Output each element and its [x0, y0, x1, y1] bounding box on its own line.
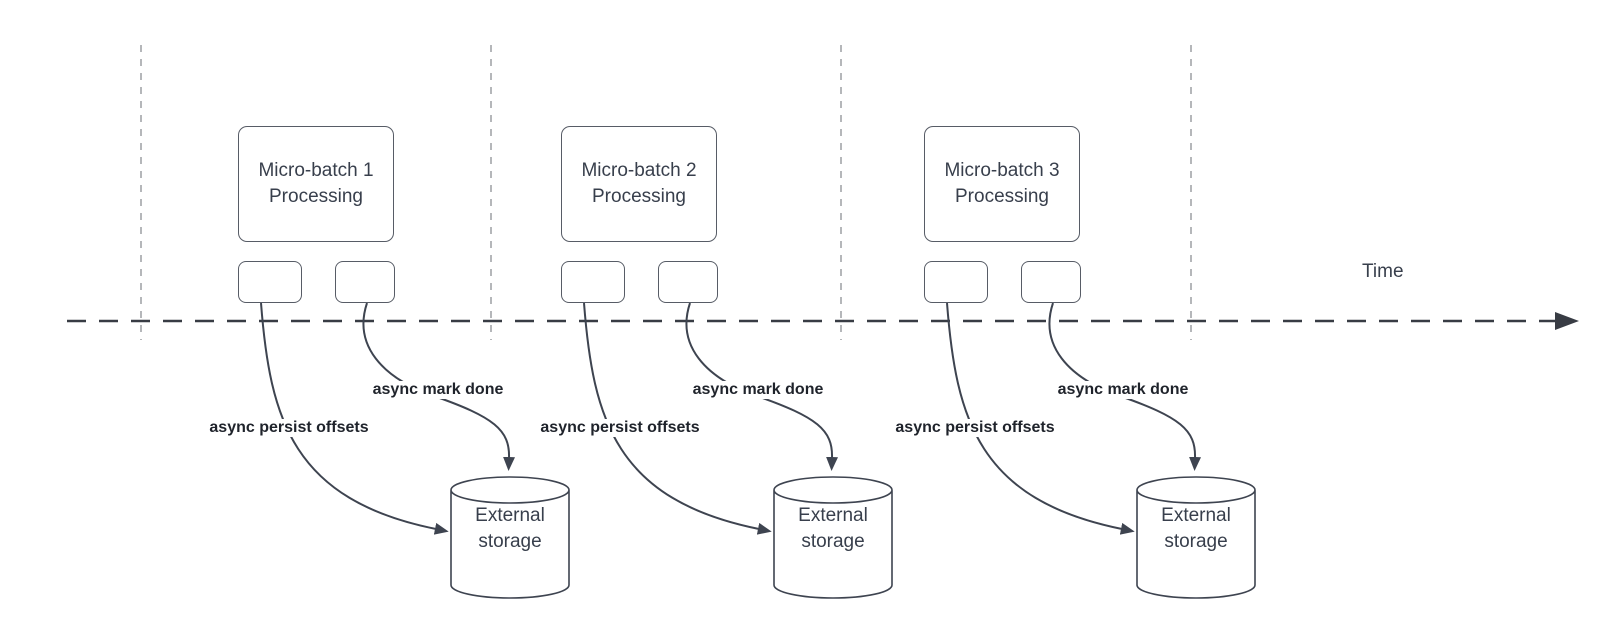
mark-done-task-box [335, 261, 395, 303]
external-storage-label: External storage [1161, 505, 1231, 552]
persist-offsets-arrow [946, 302, 1135, 535]
external-storage-label: External storage [475, 505, 545, 552]
persist-offsets-task-box [561, 261, 625, 303]
micro-batch-box-subtitle: Processing [955, 186, 1049, 207]
external-storage-cylinder [773, 476, 893, 599]
mark-done-task-box [658, 261, 718, 303]
persist-offsets-label: async persist offsets [892, 419, 1058, 437]
micro-batch-box-subtitle: Processing [592, 186, 686, 207]
external-storage-cylinder [1136, 476, 1256, 599]
mark-done-label: async mark done [1054, 381, 1192, 399]
external-storage-label: External storage [798, 505, 868, 552]
micro-batch-box: Micro-batch 3 Processing [924, 126, 1080, 242]
persist-offsets-label: async persist offsets [537, 419, 703, 437]
mark-done-label: async mark done [369, 381, 507, 399]
micro-batch-box: Micro-batch 1 Processing [238, 126, 394, 242]
persist-offsets-task-box [238, 261, 302, 303]
persist-offsets-arrow [260, 302, 449, 535]
persist-offsets-label: async persist offsets [206, 419, 372, 437]
time-label: Time [1362, 261, 1404, 282]
persist-offsets-task-box [924, 261, 988, 303]
mark-done-label: async mark done [689, 381, 827, 399]
micro-batch-box-title: Micro-batch 3 [944, 160, 1060, 181]
external-storage-cylinder [450, 476, 570, 599]
micro-batch-box-subtitle: Processing [269, 186, 363, 207]
micro-batch-box: Micro-batch 2 Processing [561, 126, 717, 242]
persist-offsets-arrow [583, 302, 772, 535]
micro-batch-box-title: Micro-batch 2 [581, 160, 697, 181]
mark-done-task-box [1021, 261, 1081, 303]
micro-batch-box-title: Micro-batch 1 [258, 160, 374, 181]
